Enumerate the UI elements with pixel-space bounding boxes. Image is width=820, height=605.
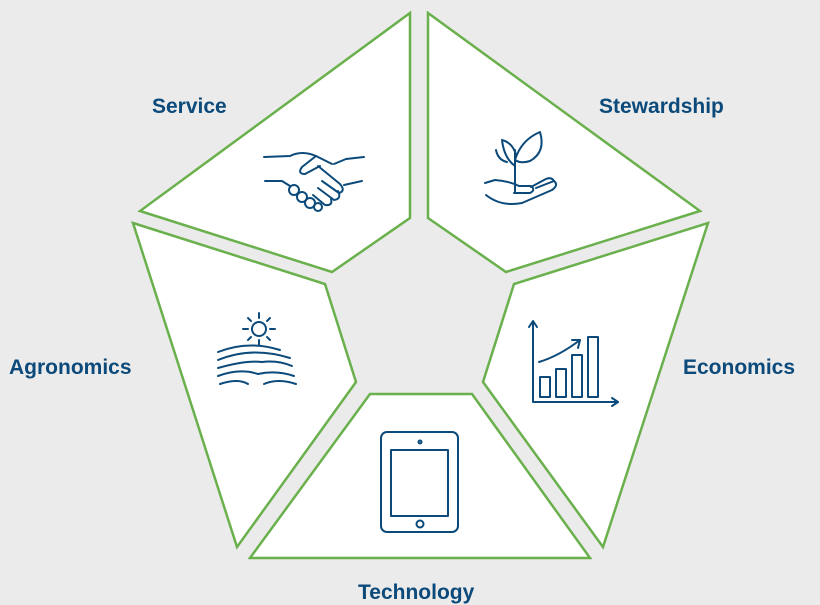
segment-agronomics	[131, 221, 358, 550]
seedling-in-hand-icon	[484, 131, 558, 205]
handshake-icon	[263, 152, 365, 212]
label-service: Service	[152, 95, 227, 118]
segment-stewardship	[426, 10, 703, 274]
bar-chart-growth-icon	[528, 320, 619, 407]
segment-technology	[247, 392, 593, 560]
tablet-icon	[380, 431, 459, 533]
label-economics: Economics	[683, 356, 796, 379]
segment-service	[137, 10, 412, 274]
label-stewardship: Stewardship	[599, 95, 724, 118]
segment-economics	[481, 221, 710, 550]
label-technology: Technology	[358, 581, 475, 604]
sun-over-fields-icon	[217, 312, 297, 385]
label-agronomics: Agronomics	[9, 356, 132, 379]
